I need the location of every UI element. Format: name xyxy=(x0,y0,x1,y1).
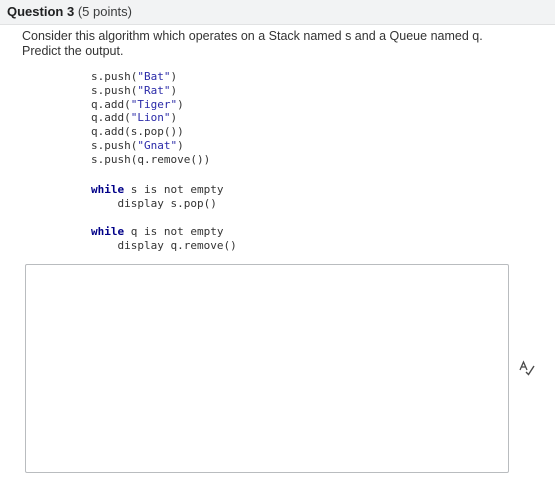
prompt-line-1: Consider this algorithm which operates o… xyxy=(22,29,483,43)
code-line: q.add(s.pop()) xyxy=(91,125,184,139)
code-line: s.push("Rat") xyxy=(91,83,178,97)
question-number: Question 3 xyxy=(7,4,75,19)
code-line: display s.pop() xyxy=(91,196,217,210)
answer-textarea[interactable] xyxy=(25,264,509,473)
code-line: s.push("Bat") xyxy=(91,70,178,83)
code-line: q.add("Tiger") xyxy=(91,97,184,111)
question-points: (5 points) xyxy=(77,4,133,19)
code-line: s.push(q.remove()) xyxy=(91,152,211,166)
code-line: while q is not empty xyxy=(91,225,224,238)
spellcheck-icon[interactable] xyxy=(518,360,536,376)
code-block-while-queue: while q is not empty display q.remove() xyxy=(91,225,237,253)
question-header: Question 3 (5 points) xyxy=(0,0,555,25)
code-block-while-stack: while s is not empty display s.pop() xyxy=(91,183,223,211)
code-line: q.add("Lion") xyxy=(91,111,178,125)
question-title: Question 3 (5 points) xyxy=(7,4,132,19)
code-line: display q.remove() xyxy=(91,238,237,252)
code-line: s.push("Gnat") xyxy=(91,138,184,152)
code-line: while s is not empty xyxy=(91,183,224,196)
code-block-operations: s.push("Bat")s.push("Rat")q.add("Tiger")… xyxy=(91,70,210,167)
prompt-line-2: Predict the output. xyxy=(22,44,124,58)
question-prompt: Consider this algorithm which operates o… xyxy=(22,29,522,59)
